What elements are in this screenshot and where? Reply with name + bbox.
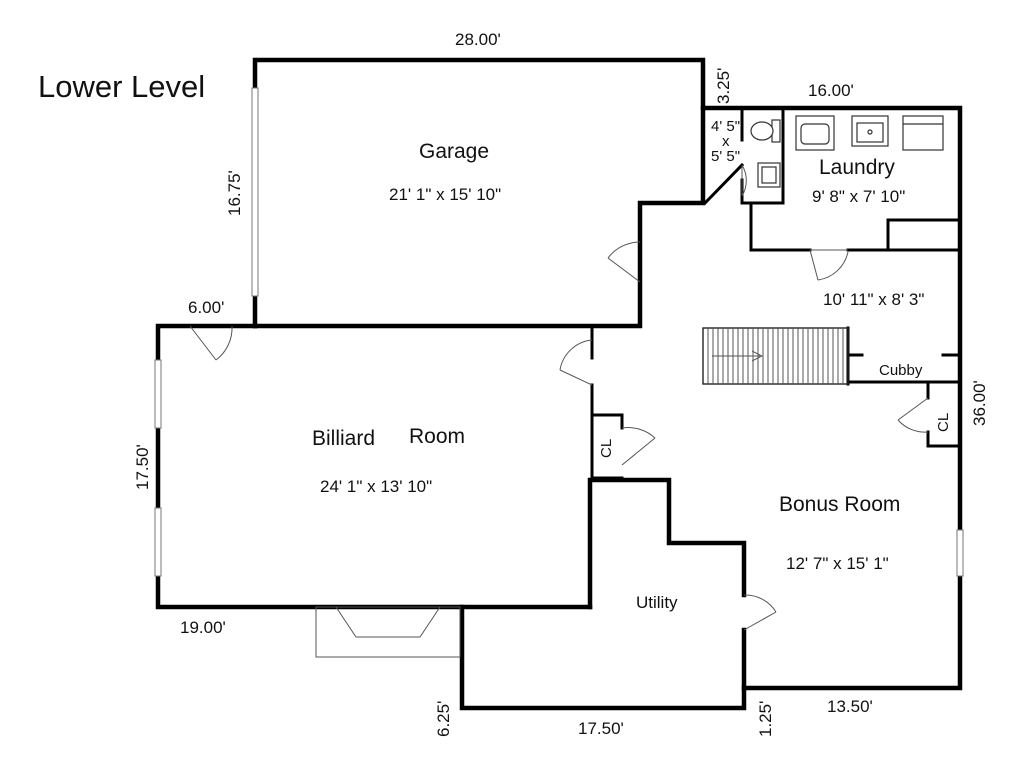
closet-right-label: CL [935, 413, 952, 432]
billiard-window-upper [154, 359, 162, 429]
bath-height: 5' 5" [711, 148, 740, 165]
dim-laundry-top: 16.00' [808, 81, 854, 100]
windows [154, 87, 964, 577]
dim-garage-side: 16.75' [225, 170, 244, 216]
bath-x: x [722, 133, 730, 150]
dim-step-small: 1.25' [756, 701, 775, 737]
dim-top: 28.00' [455, 30, 501, 49]
door-billiard [559, 339, 593, 386]
hall-size: 10' 11" x 8' 3" [823, 290, 924, 309]
door-closet-right [897, 397, 929, 433]
dim-notch: 3.25' [714, 68, 733, 104]
billiard-window-lower [154, 507, 162, 577]
doors [189, 164, 929, 631]
billiard-label: Billiard [312, 427, 375, 450]
bonus-window [956, 529, 964, 577]
bonus-label: Bonus Room [779, 493, 900, 516]
toilet-icon [750, 119, 781, 143]
garage-label: Garage [419, 140, 489, 163]
dimension-labels: 28.00' 3.25' 16.00' 16.75' 6.00' 17.50' … [133, 30, 989, 738]
door-laundry [809, 249, 849, 281]
fireplace [315, 606, 461, 658]
billiard-size: 24' 1" x 13' 10" [320, 477, 432, 496]
washer-icon [795, 115, 835, 151]
labels: Lower Level Garage 21' 1" x 15' 10" 4' 5… [38, 69, 952, 612]
utility-label: Utility [636, 593, 678, 612]
dryer-icon [902, 115, 944, 151]
dim-billiard-bottom: 19.00' [180, 618, 226, 637]
dim-utility-bottom: 17.50' [578, 719, 624, 738]
door-bath [741, 164, 747, 197]
garage-window [251, 87, 259, 297]
stairs [702, 327, 849, 385]
door-entry [189, 325, 233, 361]
cubby-label: Cubby [879, 362, 923, 379]
door-closet-left [621, 427, 656, 466]
dim-utility-side: 6.25' [434, 701, 453, 737]
dim-billiard-side: 17.50' [133, 444, 152, 490]
closet-left-label: CL [598, 439, 615, 458]
bath-width: 4' 5" [711, 118, 740, 135]
laundry-size: 9' 8" x 7' 10" [812, 187, 905, 206]
laundry-label: Laundry [819, 156, 895, 179]
dim-step: 6.00' [188, 298, 224, 317]
bath-sink-icon [757, 162, 781, 188]
door-garage [607, 241, 641, 283]
bonus-size: 12' 7" x 15' 1" [786, 554, 889, 573]
dim-bonus-bottom: 13.50' [827, 697, 873, 716]
plan-title: Lower Level [38, 69, 205, 104]
garage-size: 21' 1" x 15' 10" [389, 185, 501, 204]
door-utility [743, 594, 777, 631]
laundry-sink-icon [851, 115, 889, 147]
dim-right-side: 36.00' [970, 380, 989, 426]
fixtures [750, 115, 944, 188]
billiard-label-room: Room [409, 425, 465, 448]
